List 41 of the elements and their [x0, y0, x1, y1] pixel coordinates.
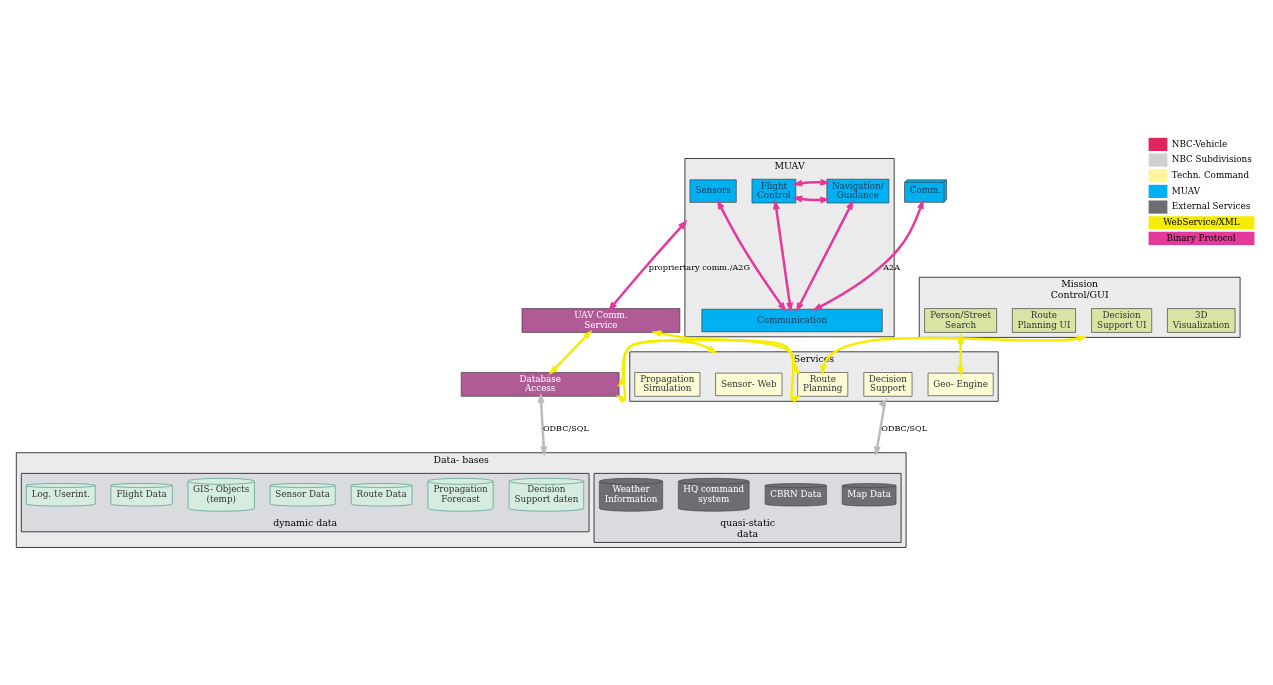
node-box: Sensors	[689, 179, 737, 203]
node-box: Database Access	[460, 372, 620, 397]
node-box: Decision Support UI	[1091, 308, 1153, 333]
node-box: Route Planning UI	[1012, 308, 1076, 333]
arrow	[957, 333, 965, 377]
legend-label: NBC-Vehicle	[1171, 138, 1228, 149]
legend-label: External Services	[1171, 201, 1251, 212]
node-box: Communication	[701, 308, 883, 333]
legend-label: MUAV	[1171, 185, 1201, 196]
node-box: Route Planning	[797, 372, 849, 397]
arrow	[795, 199, 854, 313]
legend-label: Techn. Command	[1171, 170, 1249, 181]
node-box: Person/Street Search	[924, 308, 997, 333]
legend-label: WebService/XML	[1163, 217, 1240, 228]
arrow	[716, 199, 787, 313]
node-box: Decision Support	[863, 372, 913, 397]
node-box: Navigation/ Guidance	[826, 178, 890, 204]
arrow	[537, 392, 548, 457]
edge-label: A2A	[883, 261, 901, 272]
node-box: Flight Control	[751, 178, 797, 204]
node-box: Sensor- Web	[715, 372, 783, 396]
arrow	[607, 219, 688, 312]
arrow	[819, 335, 1088, 376]
node-box: 3D Visualization	[1167, 308, 1236, 333]
legend-label: NBC Subdivisions	[1171, 154, 1252, 165]
arrow	[617, 338, 801, 404]
node-box: UAV Comm. Service	[521, 308, 681, 333]
legend-label: Binary Protocol	[1166, 232, 1236, 243]
arrow	[548, 329, 593, 376]
node-box: Geo- Engine	[927, 372, 994, 396]
arrow	[615, 339, 718, 404]
arrow	[812, 198, 924, 311]
node-box: Propagation Simulation	[634, 372, 701, 397]
edge-label: ODBC/SQL	[881, 423, 928, 434]
arrow	[873, 398, 888, 457]
edge-label: ODBC/SQL	[542, 423, 589, 434]
arrow	[792, 178, 831, 187]
arrow	[772, 199, 794, 313]
arrow	[651, 330, 800, 376]
arrow	[792, 195, 831, 204]
edge-label: propriertary comm./A2G	[648, 261, 750, 272]
